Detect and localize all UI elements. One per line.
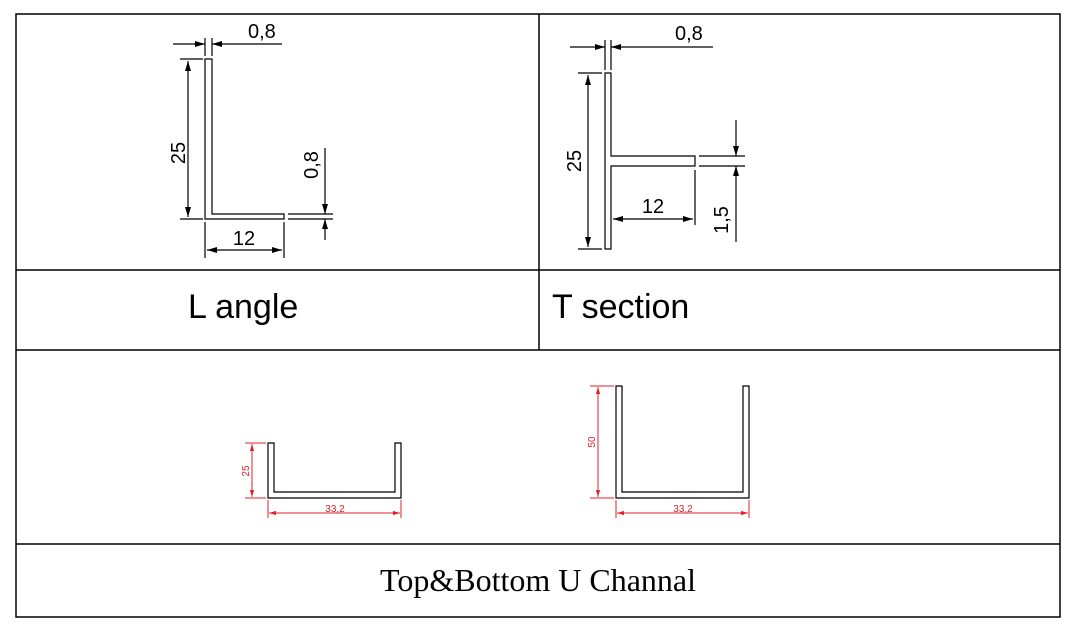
l-angle-length-label: 12 bbox=[233, 228, 255, 250]
table-grid bbox=[15, 13, 1061, 618]
t-section-length-label: 12 bbox=[642, 196, 664, 218]
t-section-height-label: 25 bbox=[564, 150, 586, 172]
t-section-drawing bbox=[570, 40, 745, 250]
u-channel-large-drawing bbox=[590, 385, 750, 518]
l-angle-caption: L angle bbox=[188, 288, 299, 326]
u-small-width-label: 33,2 bbox=[325, 504, 345, 515]
t-section-profile bbox=[604, 72, 696, 250]
u-channel-caption: Top&Bottom U Channal bbox=[380, 562, 696, 598]
l-angle-height-label: 25 bbox=[168, 142, 190, 164]
t-section-top-thickness-label: 0,8 bbox=[675, 23, 703, 45]
l-angle-side-thickness-label: 0,8 bbox=[301, 151, 323, 179]
t-section-flange-label: 1,5 bbox=[711, 206, 733, 234]
u-large-height-label: 50 bbox=[587, 436, 598, 448]
table-border bbox=[15, 13, 1061, 618]
t-section-caption: T section bbox=[552, 288, 690, 326]
u-small-height-label: 25 bbox=[241, 465, 252, 477]
l-angle-top-thickness-label: 0,8 bbox=[248, 21, 276, 43]
u-channel-large-profile bbox=[615, 385, 750, 499]
u-large-width-label: 33,2 bbox=[673, 504, 693, 515]
u-channel-small-profile bbox=[267, 442, 402, 499]
l-angle-profile bbox=[204, 58, 285, 220]
l-angle-drawing bbox=[173, 38, 333, 258]
u-channel-small-drawing bbox=[245, 442, 402, 518]
